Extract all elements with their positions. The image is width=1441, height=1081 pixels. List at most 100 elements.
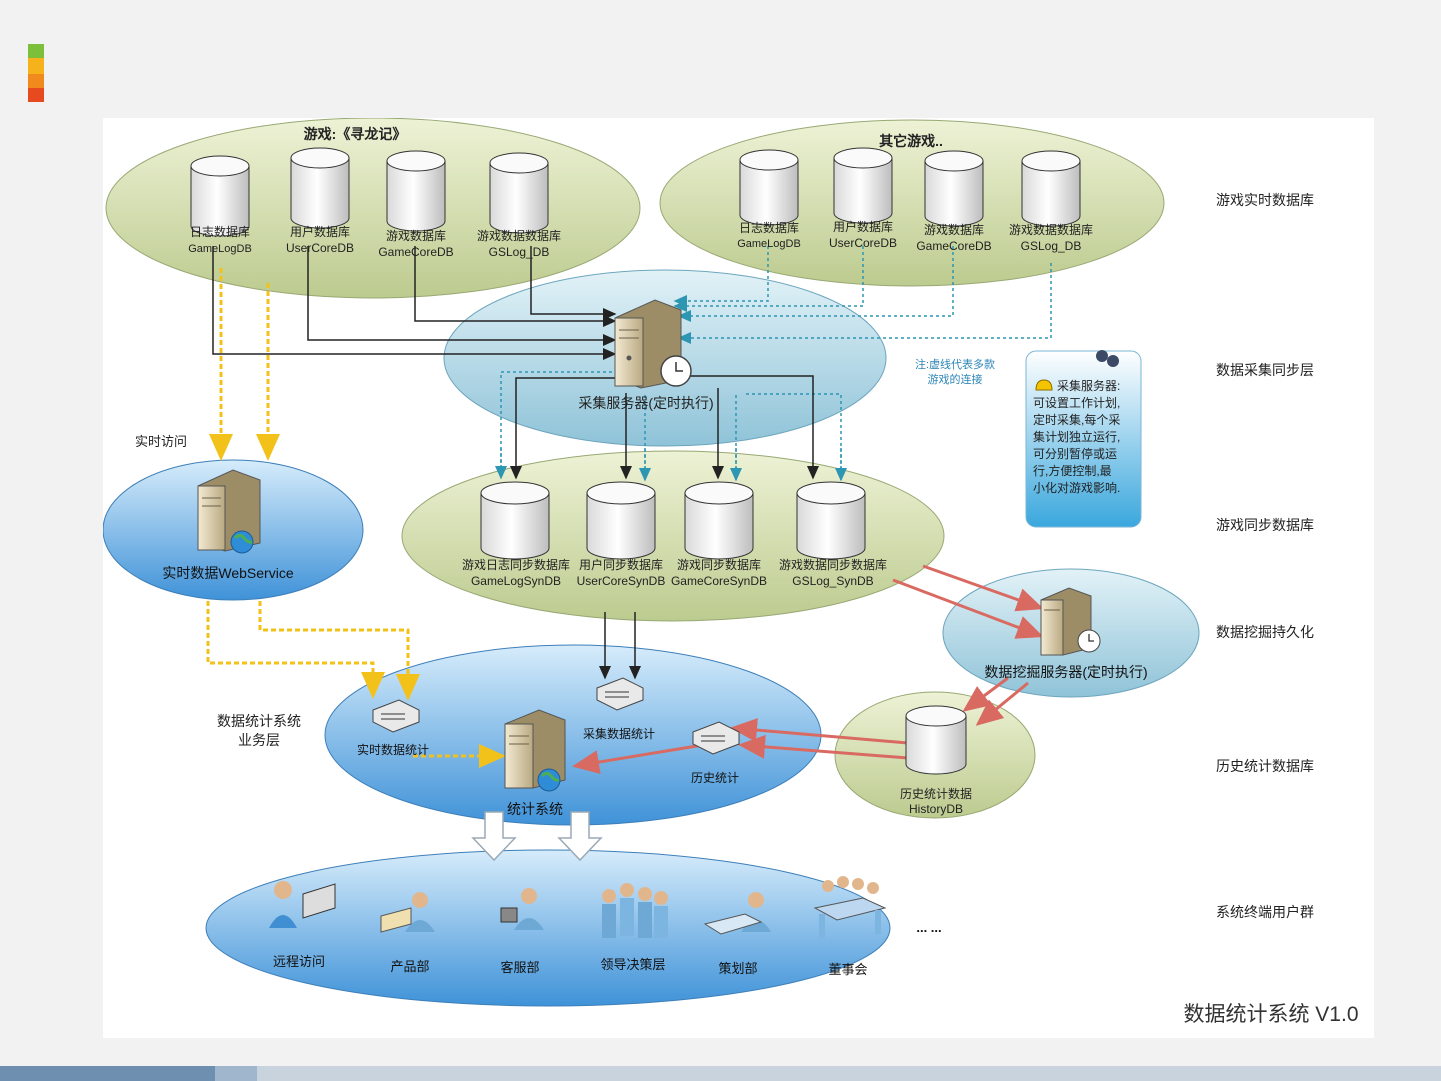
bottom-bar-segment-2 xyxy=(215,1066,257,1081)
down-arrows xyxy=(471,811,603,862)
db-other-gamelog: 日志数据库 GameLogDB xyxy=(737,149,801,250)
stat-server xyxy=(504,709,566,789)
db-history-label: 历史统计数据 xyxy=(900,786,972,801)
db-gslog: 游戏数据数据库 GSLog_DB xyxy=(477,152,561,259)
db-history-en: HistoryDB xyxy=(909,802,963,816)
accent-bar xyxy=(28,44,44,102)
board-meeting-icon xyxy=(813,876,887,938)
user-remote-label: 远程访问 xyxy=(273,954,325,969)
bell-icon xyxy=(1035,379,1053,391)
planning-team-icon xyxy=(703,892,771,935)
clock-icon xyxy=(660,355,692,387)
layer-label-history-db: 历史统计数据库 xyxy=(1216,758,1314,774)
stat-system-label: 统计系统 xyxy=(507,801,563,817)
other-games-title: 其它游戏.. xyxy=(879,133,943,149)
note-line-2: 可设置工作计划, xyxy=(1033,396,1120,410)
db-usercore-label: 用户数据库 xyxy=(290,224,350,239)
user-remote: 远程访问 xyxy=(269,881,336,969)
layer-label-realtime-db: 游戏实时数据库 xyxy=(1216,192,1314,208)
db-usercore-en: UserCoreDB xyxy=(286,241,354,255)
business-layer xyxy=(324,644,822,826)
diagram-canvas: 日志数据库 GameLogDB 用户数据库 UserCoreDB 游戏数据库 G… xyxy=(102,117,1374,1038)
note-line-3: 定时采集,每个采 xyxy=(1033,412,1120,427)
customer-service-icon xyxy=(500,888,544,930)
user-product: 产品部 xyxy=(380,892,435,974)
note-line-4: 集计划独立运行, xyxy=(1033,429,1120,444)
version-label: 数据统计系统 V1.0 xyxy=(1183,1003,1358,1026)
mining-red-lines xyxy=(572,564,1044,774)
rt-stat-label: 实时数据统计 xyxy=(357,742,429,757)
db-sync-gamelog: 游戏日志同步数据库 GameLogSynDB xyxy=(462,481,570,588)
remote-user-icon xyxy=(269,881,336,928)
collector-label: 采集服务器(定时执行) xyxy=(578,395,713,411)
collector-note: 采集服务器: 可设置工作计划, 定时采集,每个采 集计划独立运行, 可分别暂停或… xyxy=(1025,350,1142,528)
product-team-icon xyxy=(380,892,435,933)
collect-stat-label: 采集数据统计 xyxy=(583,726,655,741)
globe-icon xyxy=(230,530,254,554)
user-planning: 策划部 xyxy=(703,892,771,976)
db-sync-gamelog-label: 游戏日志同步数据库 xyxy=(462,557,570,572)
user-product-label: 产品部 xyxy=(390,959,429,974)
db-other-gslog-label: 游戏数据数据库 xyxy=(1009,222,1093,237)
db-sync-gslog-en: GSLog_SynDB xyxy=(792,574,873,588)
rt-stat-switch-icon xyxy=(372,699,420,733)
end-user-layer xyxy=(205,849,891,1007)
note-line-6: 行,方便控制,最 xyxy=(1033,463,1112,478)
db-gamecore: 游戏数据库 GameCoreDB xyxy=(378,150,454,259)
collect-lines xyxy=(212,246,819,680)
db-other-gslog-en: GSLog_DB xyxy=(1021,239,1082,253)
collect-stat-switch-icon xyxy=(596,677,644,711)
db-other-usercore-en: UserCoreDB xyxy=(829,236,897,250)
db-sync-gamecore-en: GameCoreSynDB xyxy=(671,574,767,588)
webservice-label: 实时数据WebService xyxy=(162,565,293,581)
hist-stat-label: 历史统计 xyxy=(691,771,739,785)
db-sync-usercore-en: UserCoreSynDB xyxy=(577,574,666,588)
db-usercore: 用户数据库 UserCoreDB xyxy=(286,147,354,255)
users-ellipsis: ... ... xyxy=(916,920,941,935)
business-layer-label-1: 数据统计系统 xyxy=(217,713,301,729)
db-other-usercore-label: 用户数据库 xyxy=(833,219,893,234)
user-planning-label: 策划部 xyxy=(718,961,757,976)
binoculars-icon xyxy=(1096,350,1119,367)
realtime-access-label: 实时访问 xyxy=(135,434,187,449)
db-sync-gslog: 游戏数据同步数据库 GSLog_SynDB xyxy=(779,481,887,588)
layer-label-mining: 数据挖掘持久化 xyxy=(1216,624,1314,640)
dashed-note-line1: 注:虚线代表多款 xyxy=(915,357,995,371)
db-other-gamecore-en: GameCoreDB xyxy=(916,239,991,253)
db-other-gslog: 游戏数据数据库 GSLog_DB xyxy=(1009,150,1093,253)
db-gamelog-en: GameLogDB xyxy=(188,243,252,255)
user-board: 董事会 xyxy=(813,876,887,977)
db-gamelog-label: 日志数据库 xyxy=(190,224,250,239)
db-other-gamecore: 游戏数据库 GameCoreDB xyxy=(916,150,992,253)
dashed-sync-arrows xyxy=(495,448,847,482)
db-sync-gamecore: 游戏同步数据库 GameCoreSynDB xyxy=(671,481,767,588)
game-title: 游戏:《寻龙记》 xyxy=(304,126,407,142)
user-leaders-label: 领导决策层 xyxy=(600,957,665,972)
db-other-gamecore-label: 游戏数据库 xyxy=(924,222,984,237)
bottom-bar-segment-1 xyxy=(0,1066,215,1081)
webservice-server xyxy=(197,469,261,552)
db-sync-usercore-label: 用户同步数据库 xyxy=(579,557,663,572)
db-gslog-label: 游戏数据数据库 xyxy=(477,228,561,243)
db-other-gamelog-en: GameLogDB xyxy=(737,238,801,250)
db-gamecore-label: 游戏数据库 xyxy=(386,228,446,243)
layer-label-end-users: 系统终端用户群 xyxy=(1216,904,1314,920)
layer-label-collect-sync: 数据采集同步层 xyxy=(1216,362,1314,378)
game-realtime-db-group xyxy=(105,117,641,299)
db-gamecore-en: GameCoreDB xyxy=(378,245,453,259)
db-history: 历史统计数据 HistoryDB xyxy=(900,705,972,816)
user-board-label: 董事会 xyxy=(828,962,867,977)
note-line-7: 小化对游戏影响. xyxy=(1033,480,1120,495)
db-sync-gamecore-label: 游戏同步数据库 xyxy=(677,557,761,572)
realtime-yellow-lines xyxy=(206,268,506,768)
layer-label-sync-db: 游戏同步数据库 xyxy=(1216,517,1314,533)
bottom-bar xyxy=(0,1066,1441,1081)
mining-clock-icon xyxy=(1077,629,1101,653)
db-sync-gslog-label: 游戏数据同步数据库 xyxy=(779,557,887,572)
user-service: 客服部 xyxy=(500,888,544,975)
user-leaders: 领导决策层 xyxy=(600,883,668,972)
mining-label: 数据挖掘服务器(定时执行) xyxy=(984,664,1147,680)
user-service-label: 客服部 xyxy=(500,960,539,975)
business-layer-label-2: 业务层 xyxy=(238,732,280,748)
architecture-diagram: 日志数据库 GameLogDB 用户数据库 UserCoreDB 游戏数据库 G… xyxy=(102,117,1359,1026)
